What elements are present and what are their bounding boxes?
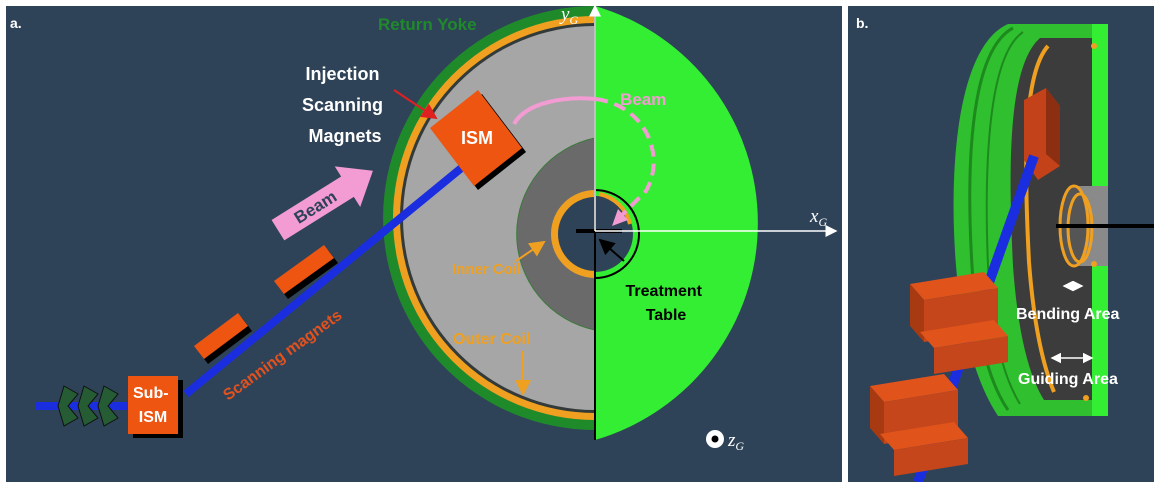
treatment-table-label: Treatment Table (626, 283, 707, 324)
pole-half (595, 6, 758, 440)
guiding-area-label: Guiding Area (1018, 371, 1118, 388)
ism-magnet (430, 90, 522, 186)
cyclotron-3d-view: b. Bending Area Guiding Area (856, 15, 1154, 482)
svg-text:Sub- ISM: Sub- ISM (133, 385, 173, 426)
outer-coil-label: Outer Coil (453, 331, 530, 348)
panel-a: a. yG xG zG Sub- ISM (6, 6, 842, 482)
svg-text:zG: zG (727, 430, 744, 453)
inner-coil-label: Inner Coil (452, 261, 521, 278)
cyclotron-diagram: a. yG xG zG Sub- ISM (10, 6, 838, 453)
pole-notch (594, 189, 640, 279)
sub-ism-quadrupoles (57, 385, 119, 427)
beam-trajectory-dashed (595, 97, 656, 218)
panel-b: b. Bending Area Guiding Area (848, 6, 1154, 482)
scanning-magnet-3d-2 (870, 374, 968, 476)
ism-label: Injection Scanning Magnets (302, 64, 388, 146)
svg-text:xG: xG (809, 206, 827, 229)
beam-trajectory (512, 96, 597, 126)
return-yoke-label: Return Yoke (378, 15, 477, 34)
bore (558, 197, 595, 271)
panel-b-tag: b. (856, 15, 868, 31)
panel-a-tag: a. (10, 15, 22, 31)
sub-ism-magnet (128, 376, 178, 434)
scanning-magnet-1 (194, 313, 252, 364)
svg-text:ISM: ISM (461, 128, 493, 148)
beam-line (183, 152, 479, 398)
beam-direction-arrow: Beam (271, 166, 373, 241)
scanning-magnet-3d-1 (910, 272, 1008, 374)
scanning-magnet-2 (274, 245, 338, 299)
outer-coil-3d (1024, 44, 1056, 393)
bending-area-label: Bending Area (1016, 306, 1120, 323)
svg-text:yG: yG (559, 6, 578, 27)
beam-label: Beam (620, 90, 666, 109)
